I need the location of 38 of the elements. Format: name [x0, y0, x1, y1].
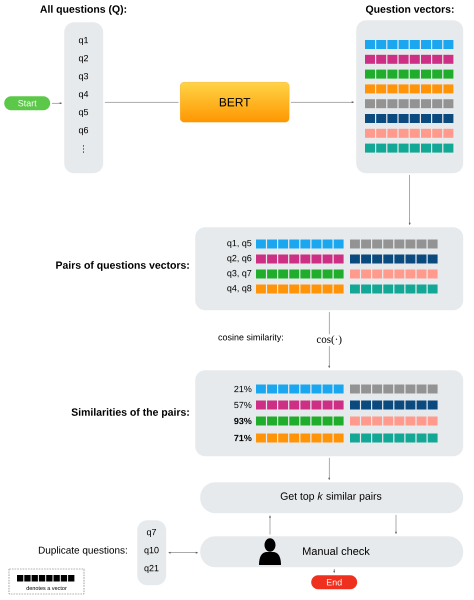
list-item: q21	[144, 564, 159, 574]
list-item: q1	[78, 36, 88, 46]
heading: Duplicate questions:	[38, 546, 127, 556]
arrow	[408, 174, 411, 225]
process-box: Get top k similar pairs	[200, 482, 464, 514]
process-box: Manual check	[200, 536, 464, 568]
arrow	[290, 101, 354, 104]
heading: Similarities of the pairs:	[72, 408, 189, 418]
arrow	[328, 458, 330, 480]
terminal-pill: End	[311, 575, 358, 590]
row-label: 21%	[234, 386, 252, 392]
annotation: cosine similarity:	[218, 334, 283, 342]
list-item: q2	[78, 54, 88, 64]
row-label: 71%	[234, 434, 252, 442]
arrow	[333, 568, 336, 573]
list-item: q4	[78, 90, 88, 100]
edge-label: cos(·)	[315, 334, 343, 346]
heading: All questions (Q):	[40, 5, 126, 15]
list-item: q6	[78, 126, 88, 136]
arrow	[52, 102, 62, 104]
row-label: q3, q7	[227, 270, 252, 278]
row-label: q2, q6	[227, 254, 252, 264]
list-item: q7	[146, 528, 156, 538]
row-label: 93%	[234, 418, 252, 424]
arrow	[269, 515, 271, 535]
arrow	[168, 552, 198, 554]
list-item: ⋮	[83, 145, 84, 153]
list-item: q10	[144, 546, 159, 556]
model-box: BERT	[180, 82, 290, 122]
row-label: 57%	[234, 402, 252, 408]
terminal-pill: Start	[4, 96, 50, 110]
row-label: q1, q5	[227, 240, 252, 248]
heading: Question vectors:	[366, 5, 454, 15]
row-label: q4, q8	[227, 284, 252, 294]
list-item: q5	[78, 108, 88, 118]
arrow	[395, 514, 397, 534]
list-item: q3	[78, 72, 88, 82]
heading: Pairs of questions vectors:	[56, 261, 189, 271]
